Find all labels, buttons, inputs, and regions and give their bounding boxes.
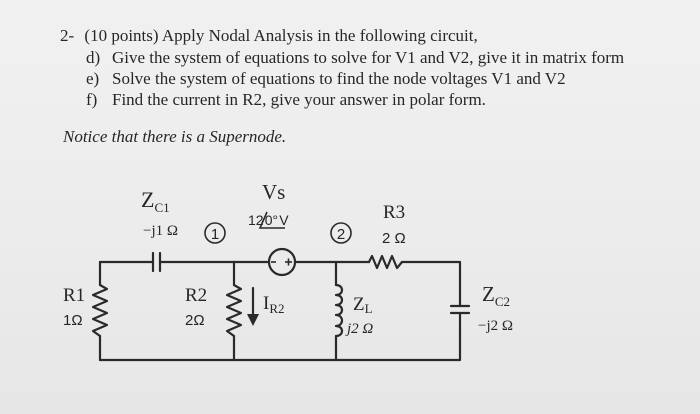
bottom-wire [98, 316, 462, 362]
item-text: Give the system of equations to solve fo… [112, 48, 625, 67]
zl-value: j2 Ω [345, 321, 373, 337]
question-number: 2- [60, 26, 75, 45]
zc2-value: −j2 Ω [478, 318, 513, 334]
zc1-capacitor-symbol [151, 251, 162, 273]
r3-resistor-symbol [367, 254, 404, 270]
node2-marker [330, 222, 352, 244]
zc2-label: ZC2 [482, 282, 510, 309]
r2-value: 2Ω [185, 312, 205, 329]
r2-resistor-symbol [225, 283, 243, 338]
ir2-label: IR2 [263, 293, 285, 316]
r2-label: R2 [185, 285, 207, 306]
vs-angle-mark [258, 211, 285, 229]
zc1-value: −j1 Ω [143, 223, 178, 239]
vs-label: Vs [262, 180, 285, 204]
supernode-notice: Notice that there is a Supernode. [63, 127, 287, 146]
question-header: 2- (10 points) Apply Nodal Analysis in t… [60, 26, 478, 46]
node1-marker [204, 222, 226, 244]
question-item-f: f) Find the current in R2, give your answ… [86, 90, 486, 110]
top-wire-right [293, 260, 462, 308]
zc1-label: ZC1 [141, 187, 170, 215]
vs-source-symbol [267, 247, 297, 277]
item-letter: e) [86, 69, 100, 88]
r1-resistor-symbol [91, 283, 109, 338]
zc2-capacitor-symbol [449, 304, 471, 320]
question-item-e: e) Solve the system of equations to find … [86, 69, 566, 89]
zl-label: ZL [353, 294, 373, 316]
question-item-d: d) Give the system of equations to solve … [86, 48, 624, 68]
vs-value: 12 0° V [248, 212, 289, 228]
node1-label: 1 [211, 226, 219, 243]
node2-label: 2 [337, 226, 345, 243]
item-text: Find the current in R2, give your answer… [112, 90, 486, 109]
item-letter: f) [86, 90, 98, 109]
r3-value: 2 Ω [382, 230, 406, 247]
zl-inductor-symbol [334, 283, 344, 338]
r3-label: R3 [383, 202, 405, 223]
r1-value: 1Ω [63, 312, 83, 329]
item-letter: d) [86, 48, 101, 67]
item-text: Solve the system of equations to find th… [112, 69, 566, 88]
r1-label: R1 [63, 285, 85, 306]
question-title: (10 points) Apply Nodal Analysis in the … [84, 26, 478, 45]
ir2-current-arrow [247, 286, 259, 326]
